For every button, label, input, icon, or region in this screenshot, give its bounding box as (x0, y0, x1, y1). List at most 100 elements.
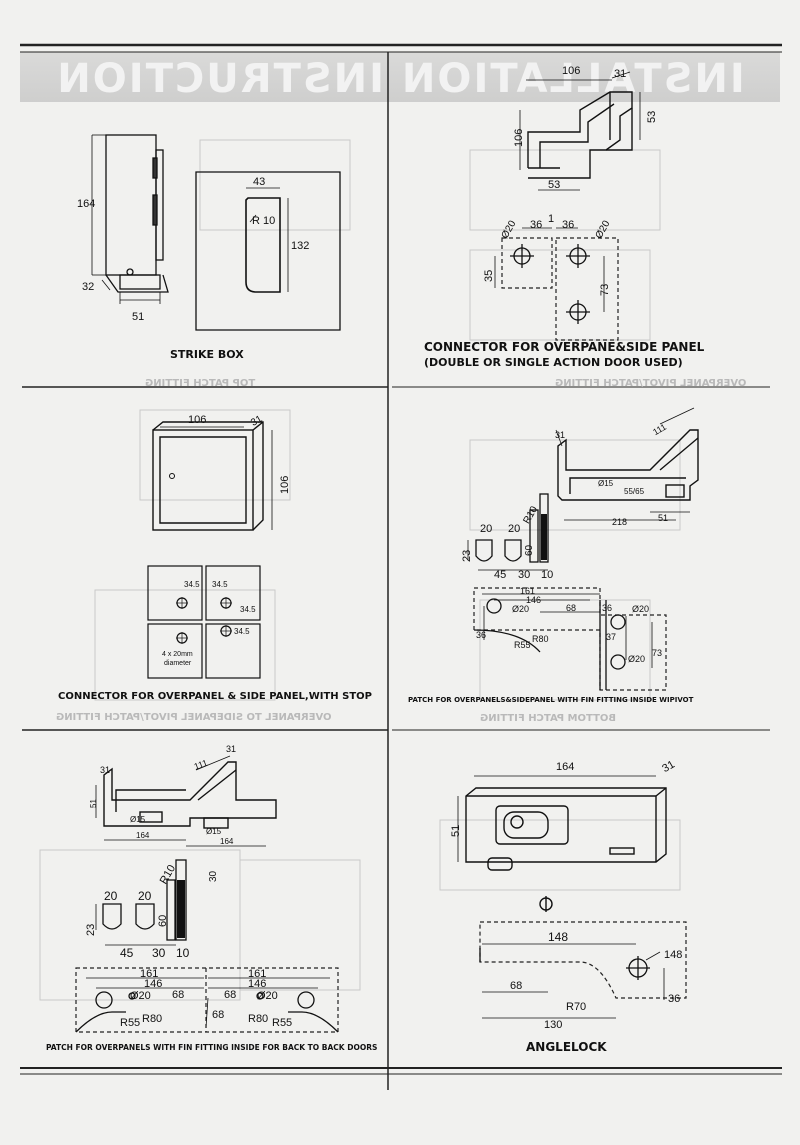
back-v23: 23 (85, 924, 97, 936)
back-r161: 161 (248, 968, 266, 980)
back-len-164a: 164 (136, 831, 150, 840)
header-banner (20, 52, 780, 102)
anglelock-r70: R70 (566, 1001, 586, 1013)
pivot-r80: R80 (532, 634, 549, 644)
caption-connector-stop: CONNECTOR FOR OVERPANEL & SIDE PANEL,WIT… (58, 691, 373, 702)
back-l-r55: R55 (120, 1017, 140, 1029)
pivot-dia-20a: Ø20 (512, 604, 529, 614)
anglelock-w68: 68 (510, 980, 522, 992)
pivot-left-36: 36 (476, 630, 486, 640)
overpane-bottom-width: 53 (548, 179, 560, 191)
overpane-left-height: 106 (513, 129, 525, 147)
pivot-end-width: 51 (658, 513, 668, 523)
strike-box-slot-width: 43 (253, 176, 265, 188)
pivot-depth-a: 31 (555, 430, 565, 440)
anglelock-w148b: 148 (664, 949, 682, 961)
overpane-hole-b: 36 (562, 219, 574, 231)
back-height-60: 60 (157, 915, 169, 927)
anglelock-w130: 130 (544, 1019, 562, 1031)
stop-hole-b: 34.5 (212, 580, 228, 589)
stop-width: 106 (188, 414, 206, 426)
back-r68b: 68 (224, 989, 236, 1001)
caption-patch-back: PATCH FOR OVERPANELS WITH FIN FITTING IN… (46, 1043, 378, 1052)
stop-hole-a: 34.5 (184, 580, 200, 589)
overpane-vert-b: 73 (599, 284, 611, 296)
back-l146: 146 (144, 978, 162, 990)
pivot-offset-30: 30 (518, 569, 530, 581)
back-dia-20r: Ø20 (257, 990, 278, 1002)
pivot-ratio: 55/65 (624, 487, 645, 496)
pivot-mid-36: 36 (602, 603, 612, 613)
back-l161: 161 (140, 968, 158, 980)
ghost-label-top-left: TOP PATCH FITTING (145, 378, 256, 389)
pivot-v37: 37 (606, 632, 616, 642)
pivot-thickness: 10 (541, 569, 553, 581)
pivot-height-60: 60 (524, 544, 535, 556)
back-depth-31b: 31 (226, 744, 236, 754)
back-depth-31a: 31 (100, 765, 110, 775)
back-len-164b: 164 (220, 837, 234, 846)
back-l-r80: R80 (142, 1013, 162, 1025)
strike-box-radius: R 10 (252, 215, 275, 227)
pivot-top-161: 161 (520, 586, 535, 596)
stop-note-line1: 4 x 20mm (162, 651, 193, 658)
overpane-hole-a: 36 (530, 219, 542, 231)
back-off-30: 30 (152, 946, 166, 960)
pivot-r55: R55 (514, 640, 531, 650)
back-length-111: 111 (193, 758, 209, 772)
overpane-top-depth: 31 (614, 68, 626, 80)
pivot-hole-w2: 20 (508, 523, 520, 535)
back-r-r80: R80 (248, 1013, 268, 1025)
back-c68: 68 (212, 1009, 224, 1021)
pivot-v73: 73 (652, 648, 662, 658)
overpane-vert-a: 35 (483, 270, 495, 282)
strike-box-slot-height: 132 (291, 240, 309, 252)
stop-note-line2: diameter (164, 660, 192, 667)
overpane-right-height: 53 (646, 111, 658, 123)
stop-hole-c: 34.5 (240, 605, 256, 614)
back-r-r55: R55 (272, 1017, 292, 1029)
pivot-dia-20b: Ø20 (632, 604, 649, 614)
overpane-top-width: 106 (562, 65, 580, 77)
caption-patch-pivot: PATCH FOR OVERPANELS&SIDEPANEL WITH FIN … (408, 696, 694, 704)
back-dia-20l: Ø20 (130, 990, 151, 1002)
pivot-dia-20c: Ø20 (628, 654, 645, 664)
pivot-length-a: 111 (651, 422, 668, 438)
back-r146: 146 (248, 978, 266, 990)
back-off-45: 45 (120, 946, 134, 960)
anglelock-length: 164 (556, 761, 574, 773)
strike-box-height: 164 (77, 198, 95, 210)
stop-height: 106 (279, 476, 291, 494)
back-thick-10: 10 (176, 946, 190, 960)
pivot-dia-15: Ø15 (598, 479, 614, 488)
pivot-hole-h: 23 (461, 550, 473, 562)
pivot-top-146: 146 (526, 595, 541, 605)
stop-hole-d: 34.5 (234, 627, 250, 636)
pivot-hole-w1: 20 (480, 523, 492, 535)
pivot-total-length: 218 (612, 517, 627, 527)
ghost-label-top-right: OVERPANEL PIVOT/PATCH FITTING (555, 378, 747, 389)
back-dia-15a: Ø15 (130, 815, 146, 824)
stop-depth: 31 (249, 413, 265, 428)
pivot-offset-45: 45 (494, 569, 506, 581)
caption-overpane-line1: CONNECTOR FOR OVERPANE&SIDE PANEL (424, 340, 705, 354)
back-side-51: 51 (89, 799, 98, 808)
anglelock-w148a: 148 (548, 930, 568, 944)
anglelock-depth: 31 (660, 759, 677, 776)
ghost-label-mid-right: BOTTOM PATCH FITTING (480, 713, 617, 724)
ghost-label-mid-left: OVERPANEL TO SIDEPANEL PIVOT/PATCH FITTI… (56, 712, 332, 723)
back-l68a: 68 (172, 989, 184, 1001)
anglelock-h36: 36 (668, 993, 680, 1005)
back-hole-20a: 20 (104, 889, 118, 903)
strike-box-depth: 32 (82, 281, 94, 293)
overpane-offset: 1 (548, 213, 554, 225)
strike-box-width: 51 (132, 311, 144, 323)
pivot-mid-68: 68 (566, 603, 576, 613)
anglelock-height: 51 (450, 825, 462, 837)
back-hole-20b: 20 (138, 889, 152, 903)
caption-strike-box: STRIKE BOX (170, 348, 244, 361)
back-v30: 30 (208, 870, 219, 882)
caption-overpane-line2: (DOUBLE OR SINGLE ACTION DOOR USED) (424, 356, 683, 369)
